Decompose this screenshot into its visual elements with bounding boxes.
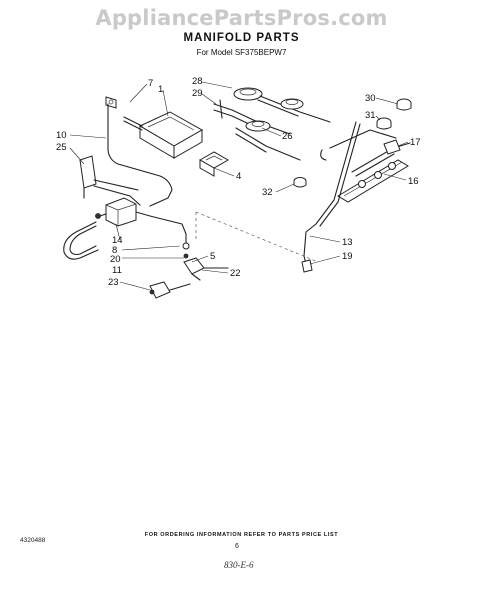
part-22-fitting (183, 253, 229, 281)
part-19-fitting (301, 259, 313, 273)
callout-10: 10 (56, 130, 67, 141)
callout-25: 25 (56, 142, 67, 153)
part-23-valve (149, 281, 191, 299)
callout-20: 20 (110, 254, 121, 265)
callout-1: 1 (158, 84, 163, 95)
part-28-top-burner (233, 87, 331, 123)
part-32-knob (293, 177, 307, 188)
part-14-valve (95, 197, 190, 250)
callout-29: 29 (192, 88, 203, 99)
part-31-knob (376, 117, 392, 130)
part-25-pilot-assembly (79, 155, 141, 206)
page-title: MANIFOLD PARTS (183, 32, 300, 44)
callout-4: 4 (236, 171, 241, 182)
callout-8: 8 (112, 245, 117, 256)
callout-7: 7 (148, 78, 153, 89)
callout-17: 17 (410, 137, 421, 148)
part-11-flex-tube (63, 221, 99, 260)
document-number: 4320488 (20, 537, 46, 544)
part-30-knob (396, 98, 412, 111)
watermark: AppliancePartsPros.com (95, 6, 388, 30)
part-4-bracket (198, 151, 230, 177)
part-1-burner (123, 111, 204, 159)
handwritten-note: 830-E-6 (224, 560, 254, 570)
ordering-note: FOR ORDERING INFORMATION REFER TO PARTS … (144, 532, 339, 538)
callout-11: 11 (112, 265, 122, 276)
callout-14: 14 (112, 235, 123, 246)
callout-23: 23 (108, 277, 119, 288)
callout-19: 19 (342, 251, 353, 262)
page-number: 6 (235, 543, 239, 550)
callout-32: 32 (262, 187, 273, 198)
callout-13: 13 (342, 237, 353, 248)
callout-22: 22 (230, 268, 241, 279)
callout-28: 28 (192, 76, 203, 87)
callout-16: 16 (408, 176, 419, 187)
alignment-line (195, 211, 319, 263)
part-26-top-burner (235, 120, 301, 161)
part-13-tube (303, 121, 357, 265)
callout-31: 31 (365, 110, 376, 121)
part-17-valve (383, 139, 411, 155)
part-10-tube (107, 103, 173, 207)
callout-26: 26 (282, 131, 293, 142)
model-line: For Model SF375BEPW7 (196, 48, 287, 57)
leader-lines (69, 81, 409, 291)
callout-5: 5 (210, 251, 215, 262)
callout-30: 30 (365, 93, 376, 104)
